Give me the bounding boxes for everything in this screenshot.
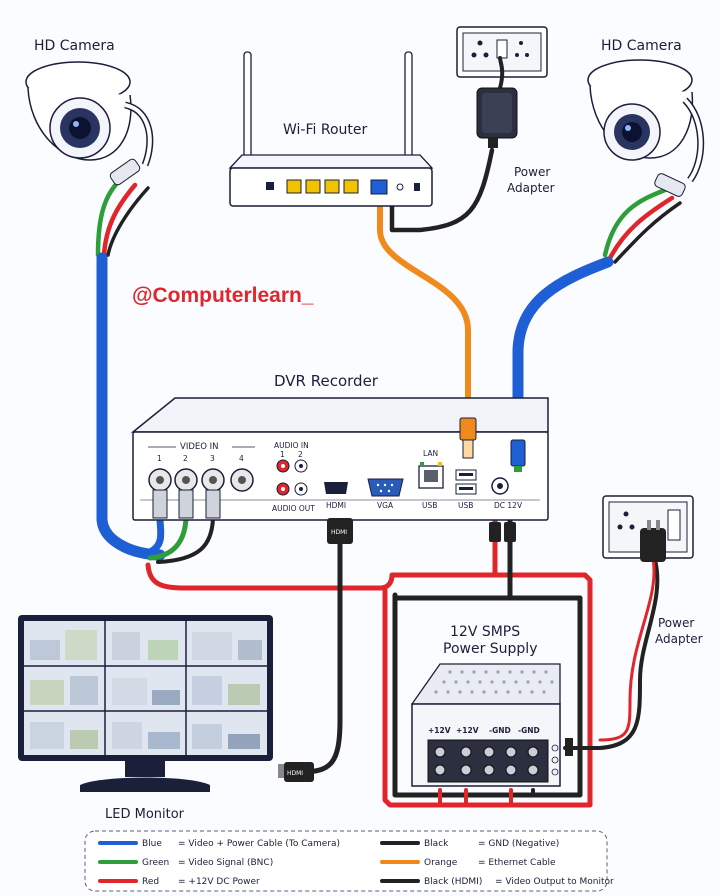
video-in-label: VIDEO IN <box>180 442 219 452</box>
legend <box>84 830 608 892</box>
channel-1: 1 <box>157 454 162 463</box>
monitor-label: LED Monitor <box>105 807 185 822</box>
legend-description: = GND (Negative) <box>478 839 559 849</box>
dc-port-label: DC 12V <box>494 501 523 510</box>
hdmi-cable-tag-top: HDMI <box>331 529 347 536</box>
legend-right: Black = GND (Negative) Orange = Ethernet Ca… <box>380 839 614 887</box>
legend-color-name: Black <box>424 839 449 849</box>
channel-2: 2 <box>183 454 188 463</box>
channel-4: 4 <box>239 454 244 463</box>
bnc-port-1 <box>148 468 172 519</box>
legend-color-name: Red <box>142 877 159 887</box>
hdmi-plug-bottom <box>278 762 314 782</box>
dc-plugs <box>489 522 516 542</box>
legend-description: = Video Output to Monitor <box>495 877 614 887</box>
watermark: @Computerlearn_ <box>132 284 314 307</box>
lan-port <box>418 462 444 489</box>
legend-description: = Ethernet Cable <box>478 858 556 868</box>
smps-terminal-3: -GND <box>489 726 511 735</box>
bnc-port-4 <box>230 468 254 492</box>
cables <box>95 56 682 808</box>
bnc-port-3 <box>201 468 225 519</box>
channel-3: 3 <box>210 454 215 463</box>
bnc-port-2 <box>174 468 198 519</box>
usb-port-2-label: USB <box>458 501 473 510</box>
hdmi-cable-tag-bottom: HDMI <box>287 770 303 777</box>
router-label: Wi-Fi Router <box>283 122 367 138</box>
smps-label-2: Power Supply <box>443 641 538 657</box>
hdmi-plug-top <box>327 518 353 544</box>
lan-port-label: LAN <box>423 449 438 458</box>
power-adapter-top-label-2: Adapter <box>507 181 555 195</box>
power-adapter-right <box>640 520 666 562</box>
power-adapter-top <box>476 87 518 148</box>
ethernet-plug <box>459 417 477 459</box>
usb-port-1-label: USB <box>422 501 437 510</box>
led-monitor <box>18 615 273 792</box>
hdmi-port <box>324 482 348 494</box>
audio-in-label: AUDIO IN <box>274 441 309 450</box>
audio-channel-1: 1 <box>280 450 285 459</box>
dvr-recorder: VIDEO IN 1 2 3 4 AUDIO IN 1 2 AUDIO OUT … <box>130 397 549 521</box>
legend-color-name: Green <box>142 858 169 868</box>
camera-power-plug <box>510 439 526 472</box>
legend-description: = +12V DC Power <box>178 877 260 887</box>
wifi-router <box>228 51 434 207</box>
wall-socket-top <box>456 26 548 78</box>
smps-terminal-2: +12V <box>456 726 479 735</box>
legend-description: = Video + Power Cable (To Camera) <box>178 839 340 849</box>
power-adapter-top-label-1: Power <box>514 165 550 179</box>
smps-terminal-1: +12V <box>428 726 451 735</box>
legend-left: Blue = Video + Power Cable (To Camera) Gre… <box>98 839 340 887</box>
camera-left-label: HD Camera <box>34 38 115 54</box>
smps-label-1: 12V SMPS <box>450 624 520 640</box>
usb-port-1 <box>455 469 477 495</box>
audio-out-ports <box>276 482 308 496</box>
dc-jack <box>491 477 509 495</box>
audio-in-ports <box>276 459 308 473</box>
vga-port-label: VGA <box>377 501 394 510</box>
smps-power-supply <box>410 663 573 787</box>
dvr-label: DVR Recorder <box>274 372 379 390</box>
audio-channel-2: 2 <box>298 450 303 459</box>
audio-out-label: AUDIO OUT <box>272 504 315 513</box>
camera-right-label: HD Camera <box>601 38 682 54</box>
legend-description: = Video Signal (BNC) <box>178 858 273 868</box>
vga-port <box>367 478 404 497</box>
smps-terminal-4: -GND <box>518 726 540 735</box>
hdmi-port-label: HDMI <box>326 501 346 510</box>
camera-right <box>587 59 705 197</box>
power-adapter-right-label-2: Adapter <box>655 632 703 646</box>
legend-color-name: Blue <box>142 839 162 849</box>
power-adapter-right-label-1: Power <box>658 616 694 630</box>
legend-color-name: Black (HDMI) <box>424 877 482 887</box>
legend-color-name: Orange <box>424 858 458 868</box>
camera-left <box>25 61 154 186</box>
